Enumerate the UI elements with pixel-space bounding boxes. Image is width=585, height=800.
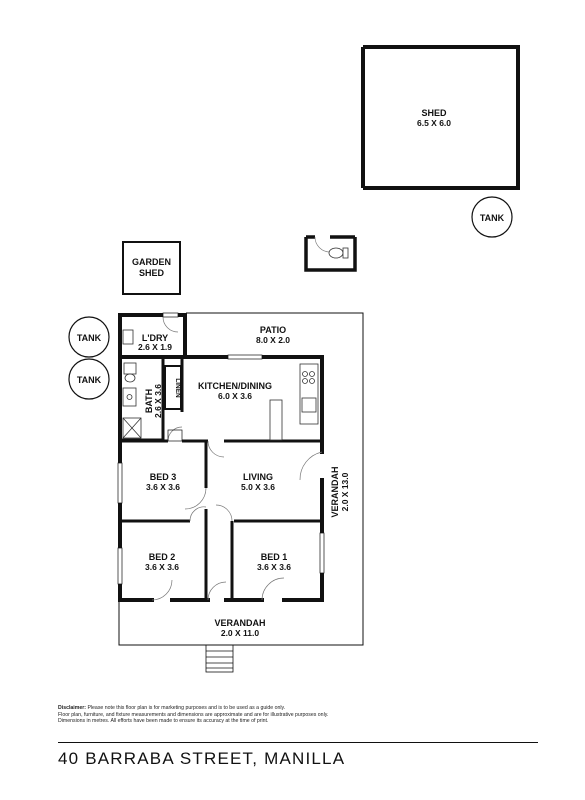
living-dims: 5.0 X 3.6 bbox=[241, 482, 275, 492]
disclaimer: Disclaimer: Please note this floor plan … bbox=[58, 705, 388, 725]
tank-1-label: TANK bbox=[480, 213, 505, 223]
verandah-front-label: VERANDAH bbox=[214, 618, 265, 628]
tank-3: TANK bbox=[68, 358, 110, 400]
patio-dims: 8.0 X 2.0 bbox=[256, 335, 290, 345]
verandah-side-label: VERANDAH bbox=[330, 466, 340, 517]
kitchen-island bbox=[269, 399, 283, 441]
outdoor-toilet bbox=[304, 235, 357, 272]
room-labels: L'DRY 2.6 X 1.9 PATIO 8.0 X 2.0 BATH 2.6… bbox=[138, 325, 350, 638]
bed3-dims: 3.6 X 3.6 bbox=[146, 482, 180, 492]
bath-dims: 2.6 X 3.6 bbox=[153, 384, 163, 418]
disclaimer-line2: Floor plan, furniture, and fixture measu… bbox=[58, 711, 329, 718]
garden-shed-line1: GARDEN bbox=[132, 257, 171, 267]
kitchen-label: KITCHEN/DINING bbox=[198, 381, 272, 391]
fixtures bbox=[122, 329, 319, 441]
kitchen-sink-icon bbox=[301, 397, 317, 413]
tank-3-label: TANK bbox=[77, 375, 102, 385]
living-label: LIVING bbox=[243, 472, 273, 482]
verandah-front-dims: 2.0 X 11.0 bbox=[221, 628, 260, 638]
disclaimer-heading: Disclaimer: bbox=[58, 705, 86, 711]
tank-1: TANK bbox=[471, 196, 513, 238]
laundry-label: L'DRY bbox=[142, 333, 168, 343]
shed-label: SHED bbox=[421, 108, 447, 118]
bed2-dims: 3.6 X 3.6 bbox=[145, 562, 179, 572]
garden-shed-line2: SHED bbox=[139, 268, 165, 278]
doors bbox=[151, 316, 323, 601]
shed-dims: 6.5 X 6.0 bbox=[417, 118, 451, 128]
kitchen-dims: 6.0 X 3.6 bbox=[218, 391, 252, 401]
bed2-label: BED 2 bbox=[149, 552, 176, 562]
patio-label: PATIO bbox=[260, 325, 286, 335]
linen-label: LINEN bbox=[174, 378, 181, 398]
bed1-dims: 3.6 X 3.6 bbox=[257, 562, 291, 572]
bed1-label: BED 1 bbox=[261, 552, 288, 562]
disclaimer-line1: Please note this floor plan is for marke… bbox=[87, 705, 286, 711]
laundry-sink-icon bbox=[122, 329, 134, 345]
bath-label: BATH bbox=[144, 389, 154, 413]
tank-2: TANK bbox=[68, 316, 110, 358]
front-steps bbox=[205, 644, 234, 673]
disclaimer-line3: Dimensions in metres. All efforts have b… bbox=[58, 718, 269, 725]
garden-shed: GARDEN SHED bbox=[122, 241, 181, 295]
toilet-cistern-icon bbox=[123, 362, 137, 375]
bed3-label: BED 3 bbox=[150, 472, 177, 482]
property-address: 40 BARRABA STREET, MANILLA bbox=[58, 749, 346, 768]
shed: SHED 6.5 X 6.0 bbox=[361, 45, 520, 190]
interior-walls bbox=[120, 357, 322, 600]
verandah-side-dims: 2.0 X 13.0 bbox=[340, 472, 350, 511]
divider bbox=[58, 742, 538, 743]
toilet-icon bbox=[328, 247, 344, 259]
windows bbox=[117, 312, 325, 585]
laundry-dims: 2.6 X 1.9 bbox=[138, 342, 172, 352]
tank-2-label: TANK bbox=[77, 333, 102, 343]
cooktop-icon bbox=[302, 371, 308, 377]
